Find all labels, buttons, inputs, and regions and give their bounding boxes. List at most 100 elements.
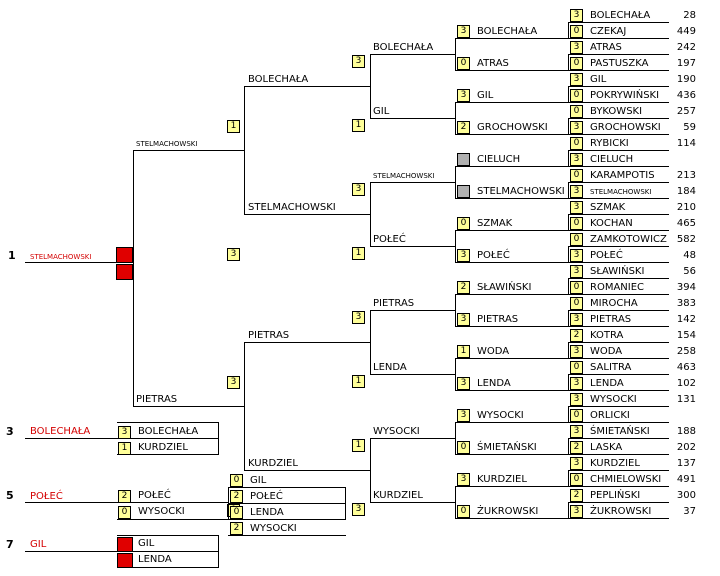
bracket-line bbox=[455, 422, 569, 423]
bracket-line bbox=[568, 470, 669, 471]
score-box: 0 bbox=[570, 217, 583, 230]
seed-number: 188 bbox=[676, 426, 696, 437]
bracket-line bbox=[244, 342, 371, 343]
bracket-line bbox=[568, 134, 669, 135]
bracket-line bbox=[568, 70, 669, 71]
player-name: BOLECHAŁA bbox=[373, 42, 434, 53]
seed-number: 582 bbox=[676, 234, 696, 245]
seed-number: 383 bbox=[676, 298, 696, 309]
player-name: LENDA bbox=[138, 554, 172, 565]
player-name: GROCHOWSKI bbox=[477, 122, 548, 133]
score-box: 3 bbox=[570, 425, 583, 438]
player-name: PIETRAS bbox=[477, 314, 519, 325]
player-name: PASTUSZKA bbox=[590, 58, 649, 69]
seed-number: 56 bbox=[683, 266, 696, 277]
score-box: 3 bbox=[227, 248, 240, 261]
seed-number: 1 bbox=[8, 249, 16, 262]
player-name: PEPLIŃSKI bbox=[590, 490, 641, 501]
bracket-line bbox=[568, 118, 569, 135]
score-box: 1 bbox=[352, 439, 365, 452]
seed-number: 258 bbox=[676, 346, 696, 357]
score-box: 0 bbox=[457, 441, 470, 454]
bracket-line bbox=[370, 118, 456, 119]
score-box: 3 bbox=[457, 25, 470, 38]
bracket-line bbox=[228, 535, 346, 536]
bracket-line bbox=[568, 102, 669, 103]
player-name: GROCHOWSKI bbox=[590, 122, 661, 133]
seed-number: 210 bbox=[676, 202, 696, 213]
player-name: KOCHAN bbox=[590, 218, 633, 229]
player-name: SŁAWIŃSKI bbox=[477, 282, 532, 293]
bracket-line bbox=[117, 454, 219, 455]
score-box: 3 bbox=[570, 9, 583, 22]
bracket-line bbox=[568, 406, 669, 407]
bracket-line bbox=[568, 406, 569, 423]
bracket-line bbox=[568, 150, 569, 167]
score-box: 0 bbox=[230, 474, 243, 487]
winner-box bbox=[117, 537, 133, 552]
bracket-line bbox=[455, 326, 569, 327]
bracket-line bbox=[568, 486, 669, 487]
score-box: 3 bbox=[570, 185, 583, 198]
seed-number: 114 bbox=[676, 138, 696, 149]
bracket-line bbox=[370, 310, 456, 311]
player-name: KARAMPOTIS bbox=[590, 170, 655, 181]
player-name: KURDZIEL bbox=[590, 458, 640, 469]
seed-number: 257 bbox=[676, 106, 696, 117]
bracket-line bbox=[568, 326, 669, 327]
bracket-line bbox=[117, 535, 219, 536]
winner-box bbox=[117, 553, 133, 568]
player-name: KURDZIEL bbox=[248, 458, 298, 469]
score-box: 1 bbox=[352, 375, 365, 388]
bracket-line bbox=[568, 374, 569, 391]
seed-number: 394 bbox=[676, 282, 696, 293]
bracket-line bbox=[568, 182, 669, 183]
place-name: GIL bbox=[30, 539, 47, 550]
bracket-line bbox=[568, 214, 569, 231]
bracket-line bbox=[568, 438, 669, 439]
winner-box bbox=[116, 247, 133, 263]
bracket-line bbox=[455, 70, 569, 71]
player-name: WYSOCKI bbox=[477, 410, 524, 421]
score-box: 3 bbox=[570, 41, 583, 54]
bracket-line bbox=[455, 390, 569, 391]
player-name: WYSOCKI bbox=[590, 394, 637, 405]
score-box: 0 bbox=[230, 506, 243, 519]
score-box: 3 bbox=[570, 313, 583, 326]
bracket-line bbox=[133, 406, 245, 407]
score-box: 2 bbox=[570, 489, 583, 502]
score-box: 2 bbox=[230, 490, 243, 503]
player-name: GIL bbox=[138, 538, 155, 549]
bracket-line bbox=[455, 134, 569, 135]
player-name: WYSOCKI bbox=[138, 506, 185, 517]
seed-number: 154 bbox=[676, 330, 696, 341]
player-name: BOLECHAŁA bbox=[248, 74, 309, 85]
bracket-line bbox=[133, 150, 245, 151]
player-name: ŚMIETAŃSKI bbox=[590, 426, 650, 437]
bracket-line bbox=[568, 358, 669, 359]
score-box: 3 bbox=[570, 201, 583, 214]
player-name: STELMACHOWSKI bbox=[477, 186, 565, 197]
score-box: 2 bbox=[457, 121, 470, 134]
score-box: 3 bbox=[570, 249, 583, 262]
seed-number: 449 bbox=[676, 26, 696, 37]
player-name: PIETRAS bbox=[136, 394, 178, 405]
score-box: 3 bbox=[457, 473, 470, 486]
bracket-line bbox=[370, 182, 456, 183]
score-box: 0 bbox=[118, 506, 131, 519]
score-box: 3 bbox=[457, 409, 470, 422]
player-name: ATRAS bbox=[477, 58, 509, 69]
score-box: 3 bbox=[457, 377, 470, 390]
bracket-line bbox=[370, 246, 456, 247]
player-name: SŁAWIŃSKI bbox=[590, 266, 645, 277]
player-name: POŁEĆ bbox=[138, 490, 171, 501]
seed-number: 137 bbox=[676, 458, 696, 469]
bracket-line bbox=[218, 422, 219, 455]
bracket-line bbox=[568, 246, 669, 247]
winner-box bbox=[116, 264, 133, 280]
player-name: LENDA bbox=[250, 507, 284, 518]
score-box: 0 bbox=[570, 89, 583, 102]
player-name: PIETRAS bbox=[590, 314, 632, 325]
score-box: 3 bbox=[570, 121, 583, 134]
